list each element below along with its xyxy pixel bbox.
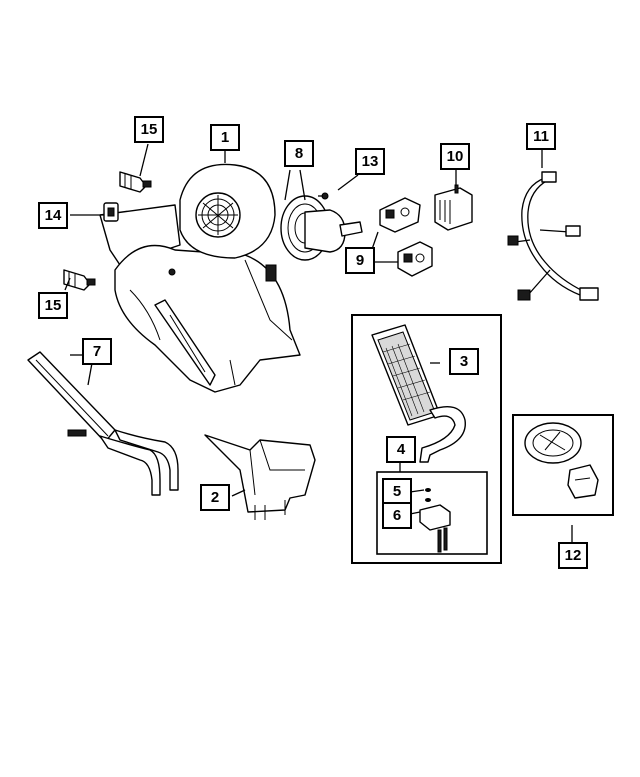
wire-harness-part — [507, 171, 599, 301]
evaporator-kit-frame — [351, 314, 502, 564]
callout-5: 5 — [382, 478, 412, 505]
temperature-sensor-part — [119, 171, 152, 193]
screw-part — [318, 192, 329, 200]
callout-12: 12 — [558, 542, 588, 569]
callout-1: 1 — [210, 124, 240, 151]
callout-3: 3 — [449, 348, 479, 375]
drain-kit-frame — [512, 414, 614, 516]
actuator-part — [379, 197, 421, 233]
callout-8: 8 — [284, 140, 314, 167]
drain-seal-part — [524, 422, 599, 499]
leader-lines — [64, 143, 573, 542]
callout-6: 6 — [382, 502, 412, 529]
control-module-part — [434, 184, 473, 231]
hvac-housing-part — [99, 163, 301, 393]
callout-11: 11 — [526, 123, 556, 150]
callout-2: 2 — [200, 484, 230, 511]
callout-4: 4 — [386, 436, 416, 463]
evaporator-core-part — [371, 324, 466, 463]
callout-13: 13 — [355, 148, 385, 175]
mounting-bracket-part — [103, 202, 119, 222]
callout-10: 10 — [440, 143, 470, 170]
expansion-valve-part — [419, 504, 451, 553]
blower-motor-part — [280, 195, 363, 261]
actuator-part — [397, 241, 433, 277]
callout-15-upper: 15 — [134, 116, 164, 143]
callout-7: 7 — [82, 338, 112, 365]
callout-9: 9 — [345, 247, 375, 274]
temperature-sensor-part — [63, 269, 96, 291]
heater-core-part — [27, 351, 179, 496]
callout-14: 14 — [38, 202, 68, 229]
callout-15-lower: 15 — [38, 292, 68, 319]
o-ring-part — [425, 488, 431, 502]
expansion-valve-kit-frame — [376, 471, 488, 555]
air-duct-part — [204, 434, 316, 520]
